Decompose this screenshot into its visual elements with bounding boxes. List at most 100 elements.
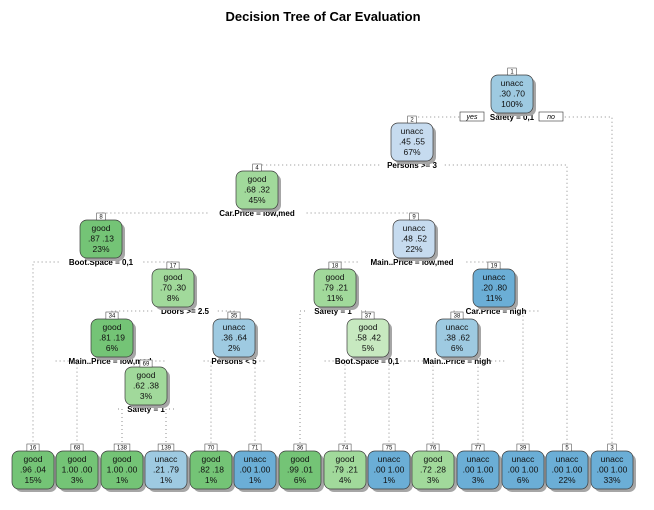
node-percent: 5% (362, 343, 375, 353)
node-id: 2 (410, 117, 414, 123)
tree-edge (203, 360, 212, 444)
node-probabilities: .99 .01 (287, 465, 313, 475)
node-id-box (338, 443, 352, 452)
node-percent: 6% (106, 343, 119, 353)
node-id-box (409, 212, 419, 221)
node-probabilities: .72 .28 (420, 465, 446, 475)
node-percent: 45% (248, 195, 265, 205)
node-class: unacc (556, 454, 579, 464)
node-class: unacc (446, 322, 469, 332)
node-id-box (293, 443, 307, 452)
node-probabilities: .20 .80 (481, 283, 507, 293)
node-class: good (137, 370, 156, 380)
node-id: 5 (565, 445, 569, 451)
node-percent: 15% (24, 475, 41, 485)
split-label: Boot.Space = 0,1 (69, 258, 134, 267)
node-percent: 33% (603, 475, 620, 485)
tree-edge (388, 360, 410, 444)
tree-edge (111, 310, 153, 312)
node-id: 37 (365, 313, 372, 319)
split-label: Car.Price = low,med (219, 209, 295, 218)
node-percent: 1% (383, 475, 396, 485)
node-class: good (326, 272, 345, 282)
node-id: 70 (208, 445, 215, 451)
node-id-box (166, 261, 180, 270)
node-percent: 3% (472, 475, 485, 485)
node-percent: 6% (517, 475, 530, 485)
node-id-box (382, 443, 396, 452)
tree-edge (522, 310, 539, 444)
node-id: 35 (231, 313, 238, 319)
split-label: Doors >= 2.5 (161, 307, 210, 316)
node-percent: 1% (160, 475, 173, 485)
node-probabilities: .68 .32 (244, 185, 270, 195)
node-id-box (139, 359, 153, 368)
node-probabilities: .00 1.00 (597, 465, 628, 475)
node-class: good (113, 454, 132, 464)
node-class: good (202, 454, 221, 464)
tree-edge (118, 408, 123, 444)
tree-edge (256, 164, 380, 166)
node-percent: 67% (403, 147, 420, 157)
node-probabilities: .58 .42 (355, 333, 381, 343)
node-id-box (157, 443, 175, 452)
node-probabilities: .00 1.00 (240, 465, 271, 475)
node-percent: 11% (327, 293, 344, 303)
split-label: Safety = 1 (314, 307, 352, 316)
node-percent: 4% (339, 475, 352, 485)
node-percent: 2% (228, 343, 241, 353)
node-id: 75 (386, 445, 393, 451)
node-probabilities: .45 .55 (399, 137, 425, 147)
node-id-box (361, 311, 375, 320)
node-id-box (96, 212, 106, 221)
node-class: unacc (401, 126, 424, 136)
tree-edge (55, 360, 78, 444)
node-percent: 1% (205, 475, 218, 485)
node-id: 38 (454, 313, 461, 319)
node-id: 34 (109, 313, 116, 319)
no-tag-box (538, 111, 564, 122)
node-id: 138 (117, 445, 128, 451)
node-class: unacc (467, 454, 490, 464)
node-probabilities: .48 .52 (401, 234, 427, 244)
node-id: 17 (170, 263, 177, 269)
node-percent: 3% (427, 475, 440, 485)
figure-title: Decision Tree of Car Evaluation (225, 9, 420, 24)
tree-edge (165, 408, 174, 444)
node-class: unacc (223, 322, 246, 332)
node-percent: 22% (558, 475, 575, 485)
node-class: unacc (244, 454, 267, 464)
node-percent: 11% (486, 293, 503, 303)
node-id-box (562, 443, 572, 452)
node-probabilities: .96 .04 (20, 465, 46, 475)
node-class: good (103, 322, 122, 332)
node-id-box (507, 67, 517, 76)
tree-edge (544, 116, 613, 444)
node-percent: 23% (92, 244, 109, 254)
node-id: 4 (255, 165, 259, 171)
no-tag: no (547, 114, 555, 121)
node-id-box (26, 443, 40, 452)
node-class: good (291, 454, 310, 464)
node-probabilities: 1.00 .00 (107, 465, 138, 475)
node-class: good (248, 174, 267, 184)
node-id-box (328, 261, 342, 270)
node-class: unacc (601, 454, 624, 464)
node-id: 68 (74, 445, 81, 451)
